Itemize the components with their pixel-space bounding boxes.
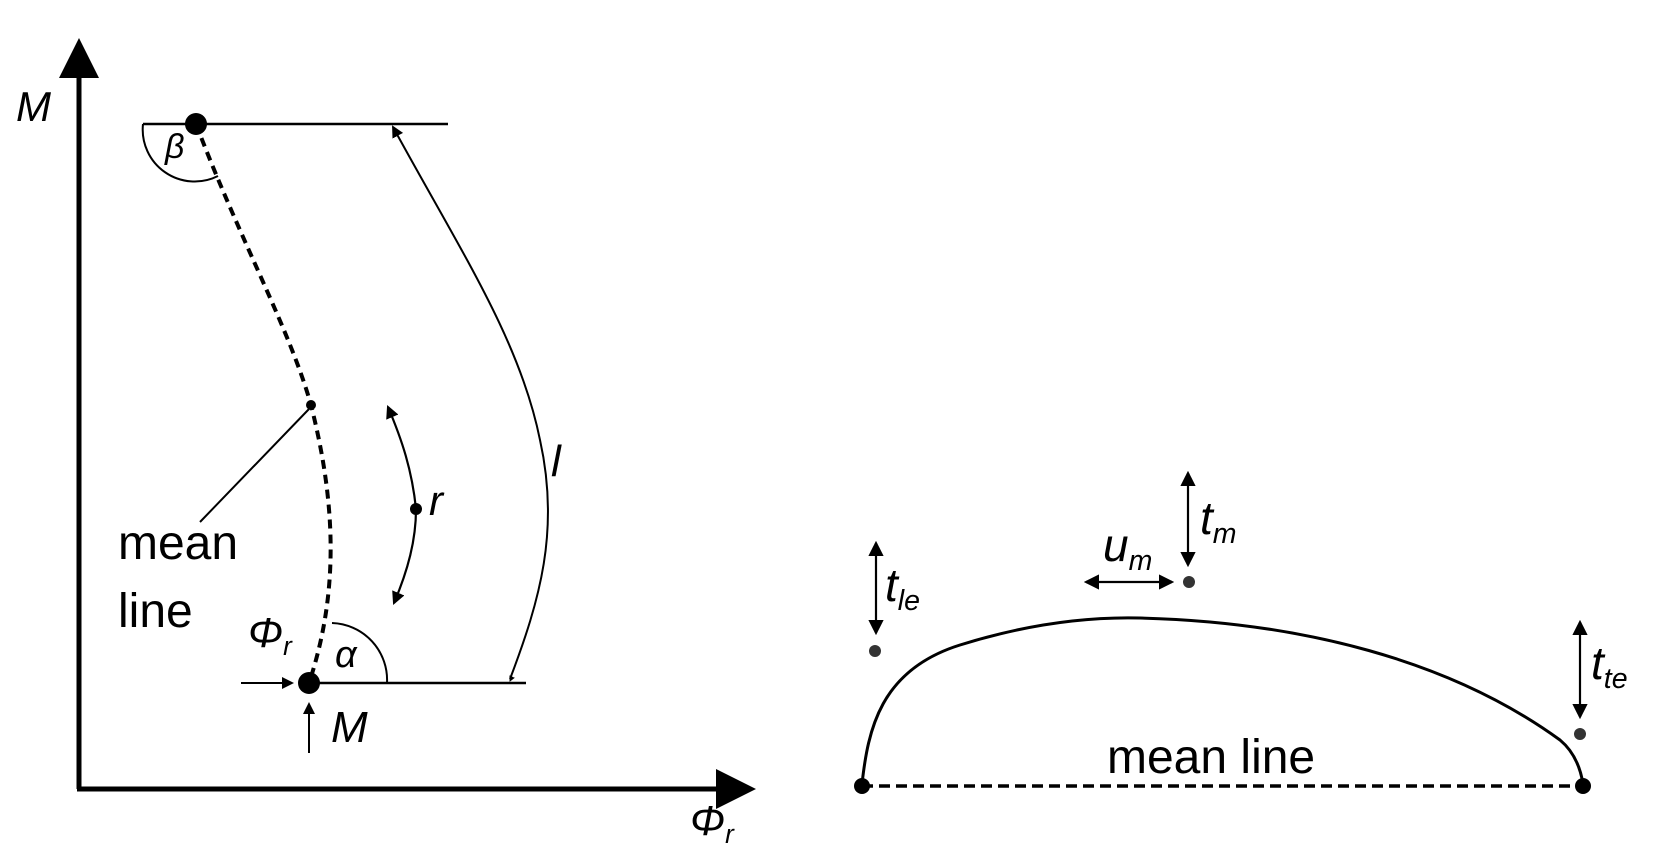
leading-edge-point <box>854 778 870 794</box>
t-m-sub: m <box>1212 518 1237 551</box>
u-m-label: um <box>1103 519 1152 575</box>
t-le-control-point <box>869 645 881 657</box>
t-le-sub: le <box>897 585 920 618</box>
radius-center <box>410 503 422 515</box>
mean-line-leader <box>199 408 310 523</box>
y-axis-label: M <box>16 83 51 130</box>
mean-line-label-2: line <box>118 585 193 638</box>
thickness-profile <box>860 616 1585 785</box>
t-te-label: tte <box>1591 637 1628 693</box>
t-le-main: t <box>885 559 898 611</box>
inlet-point <box>298 672 320 694</box>
inlet-phi-sub: r <box>283 631 292 662</box>
mean-line-midpoint <box>306 400 316 410</box>
length-arc <box>392 125 549 680</box>
x-axis-label-sub: r <box>725 819 734 850</box>
trailing-edge-point <box>1575 778 1591 794</box>
inlet-phi-main: Φ <box>248 609 284 656</box>
inlet-m-label: M <box>331 703 368 752</box>
beta-label: β <box>165 128 185 166</box>
u-m-sub: m <box>1128 545 1153 578</box>
beta-arc <box>141 123 219 183</box>
radius-label: r <box>429 477 443 524</box>
alpha-arc <box>331 622 389 684</box>
mean-line-label-1: mean <box>118 517 239 570</box>
x-axis-label-main: Φ <box>690 797 726 844</box>
t-te-main: t <box>1591 637 1604 689</box>
radius-arrow-down <box>392 508 418 606</box>
t-m-main: t <box>1200 492 1213 544</box>
x-axis-label: Φr <box>690 797 734 848</box>
t-m-control-point <box>1183 576 1195 588</box>
right-mean-line-label: mean line <box>1107 731 1316 784</box>
inlet-phi-label: Φr <box>248 609 292 660</box>
t-m-label: tm <box>1200 492 1237 548</box>
u-m-main: u <box>1103 519 1129 571</box>
outlet-point <box>185 113 207 135</box>
radius-arrow-up <box>386 404 418 510</box>
t-te-sub: te <box>1603 663 1628 696</box>
t-le-label: tle <box>885 559 920 615</box>
t-te-control-point <box>1574 728 1586 740</box>
length-label: l <box>551 437 561 486</box>
alpha-label: α <box>335 634 357 676</box>
